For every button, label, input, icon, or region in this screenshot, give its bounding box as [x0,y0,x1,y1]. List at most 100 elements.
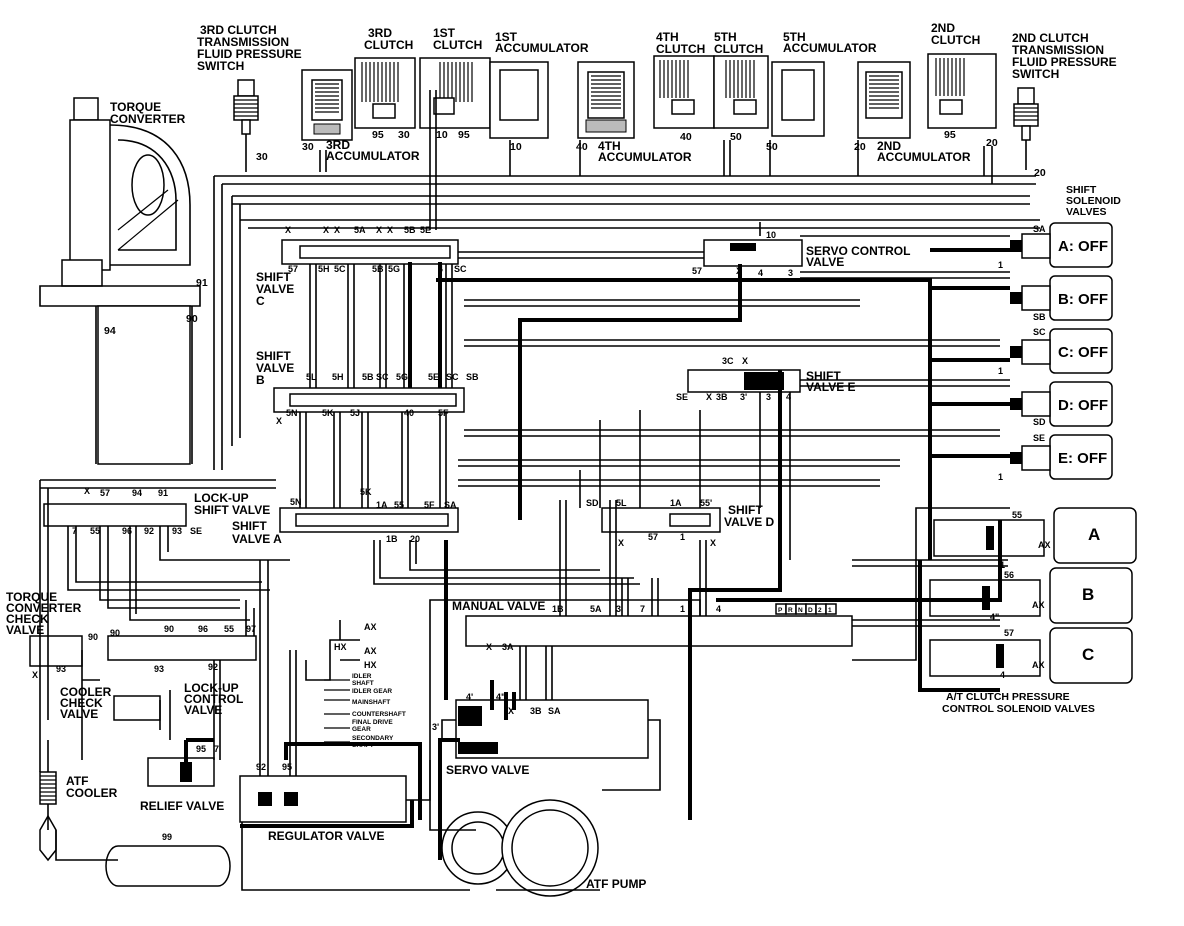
sve-port-3c: 3C [722,356,734,366]
port-30-c3: 30 [398,129,410,141]
sve-port-se: SE [676,392,688,402]
shift-solenoid-e: E: OFF [1010,434,1113,480]
port-40-a4: 40 [576,141,588,153]
sva-port-5n: 5N [290,497,302,507]
shaft-labels: IDLER SHAFT IDLER GEAR MAINSHAFT COUNTER… [324,622,406,749]
shift-valve-d-label-1: SHIFT [728,503,763,517]
port-1-at-a: 1 [1000,560,1005,570]
scv-port-57: 57 [692,266,702,276]
svd-port-55p: 55' [700,498,712,508]
shift-solenoid-e-state: E: OFF [1058,450,1107,467]
tcc-port-93: 93 [56,664,66,674]
valve-labels: SHIFT VALVE C SHIFT VALVE B SHIFT VALVE … [6,244,910,891]
tc-check-valve-body [29,635,83,667]
regulator-valve-label: REGULATOR VALVE [268,829,384,843]
port-50-a5: 50 [766,141,778,153]
sw2-label-3: FLUID PRESSURE [1012,55,1117,69]
c1-label-2: CLUTCH [433,38,482,52]
shift-solenoid-a-state: A: OFF [1058,238,1108,255]
tc-check-label-3: CHECK [6,612,49,626]
manual-valve-label: MANUAL VALVE [452,599,545,613]
svc-port-sc: SC [454,264,467,274]
shift-solenoid-d: D: OFF [1010,381,1113,427]
c3-label-2: CLUTCH [364,38,413,52]
shift-solenoid-d-state: D: OFF [1058,397,1108,414]
port-91-tc: 91 [196,277,208,289]
sve-port-3p: 3' [740,392,747,402]
svc-port-5b: 5B [404,225,416,235]
svd-port-5l: 5L [616,498,627,508]
svb-port-40: 40 [404,408,414,418]
sva-port-20: 20 [410,534,420,544]
idler-shaft-label-1: IDLER [352,673,372,680]
cooler-check-label-2: CHECK [60,696,103,710]
scv-port-x: X [736,266,742,276]
atf-pump [441,799,599,897]
lsv-port-92: 92 [144,526,154,536]
lsv-port-93: 93 [172,526,182,536]
relief-port-95: 95 [196,744,206,754]
c4-label-1: 4TH [656,30,679,44]
port-10-a1: 10 [510,141,522,153]
mainshaft-label: MAINSHAFT [352,699,390,706]
shift-valve-e-label-1: SHIFT [806,369,841,383]
svc-port-5h: 5H [318,264,330,274]
lcv-port-92: 92 [208,662,218,672]
mv-port-1: 1 [680,604,685,614]
mv-port-7: 7 [640,604,645,614]
mv-port-3: 3 [616,604,621,614]
manual-pos-d: D [808,607,813,614]
lockup-control-valve-body [107,635,257,661]
sv-port-4pp: 4" [496,692,505,702]
port-sa-sol: SA [1033,224,1046,234]
tc-label-2: CONVERTER [110,112,186,126]
svc-port-5b-2: 5B [372,264,384,274]
shift-valve-c-label-3: C [256,294,265,308]
svb-port-x-1: X [276,416,282,426]
servo-control-label-2: VALVE [806,255,844,269]
svc-port-x-5: X [387,225,393,235]
valve-port-labels: X X X 5A X X 5B 5E 57 5H 5C 5B 5G 4 SC 5… [32,225,999,842]
port-40-c4: 40 [680,131,692,143]
port-56-at: 56 [1004,570,1014,580]
port-ax-reg-2: AX [364,646,377,656]
relief-port-7: 7 [214,744,219,754]
lsv-port-x: X [84,486,90,496]
lcv-port-96: 96 [198,624,208,634]
port-1-sol-c: 1 [998,366,1003,376]
shift-solenoid-c: C: OFF [1010,328,1113,374]
shift-solenoid-c-state: C: OFF [1058,344,1108,361]
lsv-port-57: 57 [100,488,110,498]
lcv-port-90: 90 [110,628,120,638]
svb-port-5k: 5K [322,408,334,418]
port-90-tc: 90 [186,313,198,325]
clutch-row [301,53,997,141]
svc-port-4: 4 [438,264,443,274]
c5-label-1: 5TH [714,30,737,44]
lockup-control-label-3: VALVE [184,703,222,717]
manual-pos-p: P [778,607,783,614]
port-95-c3: 95 [372,129,384,141]
sve-port-4: 4 [786,392,791,402]
svc-port-5a: 5A [354,225,366,235]
c2-label-1: 2ND [931,21,955,35]
svb-port-5e: 5E [428,372,439,382]
line-pressure-lines [184,248,1010,860]
svd-port-1a: 1A [670,498,682,508]
shift-valve-b-label-2: VALVE [256,361,294,375]
svc-port-5g: 5G [388,264,400,274]
idler-shaft-label-2: SHAFT [352,680,374,687]
port-20-c2: 20 [986,137,998,149]
port-ax-reg-1: AX [364,622,377,632]
port-ax-b: AX [1032,600,1045,610]
shift-valve-b-label-3: B [256,373,265,387]
port-sd-sol: SD [1033,417,1046,427]
svb-port-5n: 5N [286,408,298,418]
svc-port-x-4: X [376,225,382,235]
tcc-port-x: X [32,670,38,680]
svb-port-5f: 5F [438,408,449,418]
sw3-label-4: SWITCH [197,59,244,73]
at-solenoid-title-1: A/T CLUTCH PRESSURE [946,691,1070,703]
sw2-label-4: SWITCH [1012,67,1059,81]
a2-label-2: ACCUMULATOR [877,150,971,164]
